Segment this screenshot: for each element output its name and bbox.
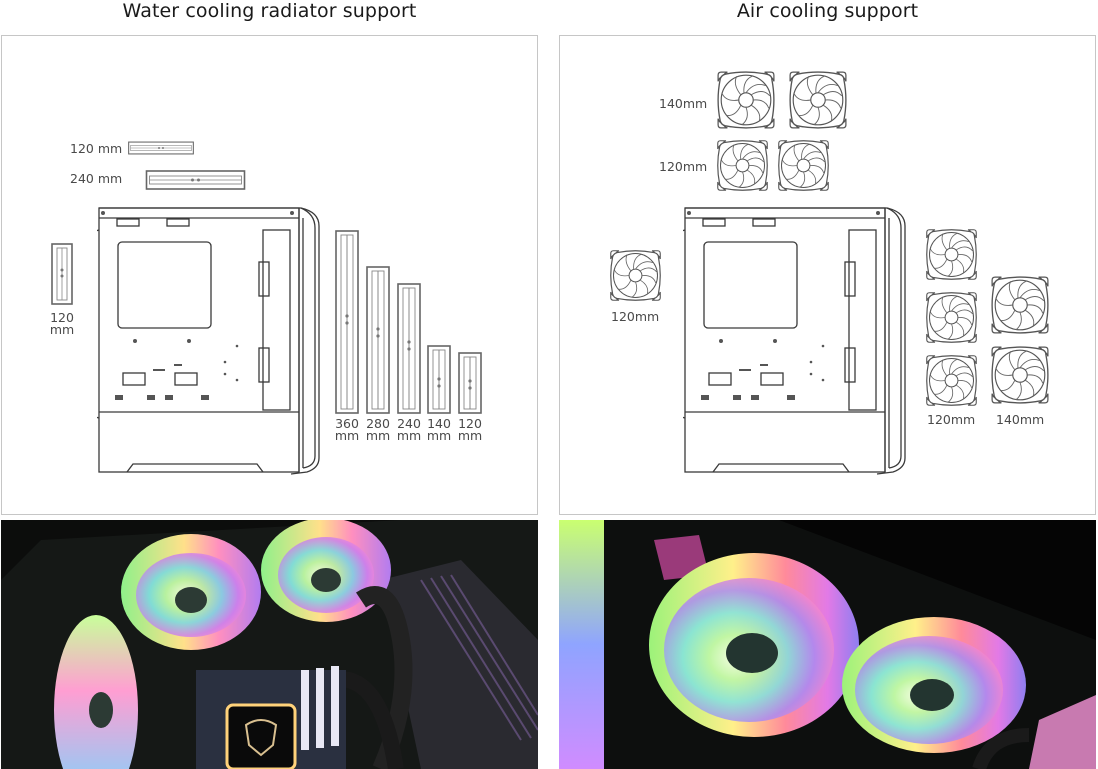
rear-radiator-label-unit: mm (49, 322, 75, 337)
front-radiator-360-size: 360 (335, 416, 359, 431)
front-fan-140-label: 140mm (996, 412, 1045, 427)
front-radiator-280-size: 280 (366, 416, 390, 431)
water-cooling-photo (1, 520, 538, 769)
air-cooling-section: Air cooling support 140mm 120mm 120mm 12… (559, 0, 1096, 769)
rgb-liquid-cooler-image (1, 520, 538, 769)
water-cooling-diagram: 120 mm 240 mm 120 mm (1, 35, 538, 515)
section-title: Air cooling support (736, 0, 919, 22)
section-title: Water cooling radiator support (122, 0, 417, 22)
front-radiator-120-unit: mm (457, 428, 483, 443)
top-fan-120-label: 120mm (659, 159, 708, 174)
fan-140-icon (789, 71, 847, 129)
front-radiator-140-unit: mm (426, 428, 452, 443)
pc-case-drawing (97, 207, 320, 475)
rear-radiator-label-size: 120 (50, 310, 74, 325)
water-cooling-section: Water cooling radiator support 120 mm 24… (1, 0, 538, 769)
top-radiator-120-icon (128, 141, 194, 155)
front-fan-120-icon (926, 292, 977, 343)
front-fan-140-icon (991, 276, 1049, 334)
front-radiator-120-size: 120 (458, 416, 482, 431)
top-radiator-120-label: 120 mm (70, 141, 123, 156)
front-radiator-140-size: 140 (427, 416, 451, 431)
front-radiator-360-unit: mm (334, 428, 360, 443)
air-cooling-photo (559, 520, 1096, 769)
front-radiator-140-icon (427, 345, 451, 414)
top-radiator-240-label: 240 mm (70, 171, 123, 186)
front-fan-120-icon (926, 355, 977, 406)
fan-120-icon (778, 140, 829, 191)
rear-fan-120-icon (610, 250, 661, 301)
front-radiator-120-icon (458, 352, 482, 414)
rgb-fans-image (559, 520, 1096, 769)
pc-case-drawing (683, 207, 906, 475)
front-radiator-240-size: 240 (397, 416, 421, 431)
fan-120-icon (717, 140, 768, 191)
front-fan-120-label: 120mm (927, 412, 976, 427)
rear-fan-label: 120mm (611, 309, 660, 324)
front-fan-120-icon (926, 229, 977, 280)
front-radiator-280-icon (366, 266, 390, 414)
rear-radiator-120-icon (51, 243, 73, 305)
top-radiator-240-icon (145, 170, 246, 190)
front-radiator-240-icon (397, 283, 421, 414)
fan-140-icon (717, 71, 775, 129)
front-radiator-240-unit: mm (396, 428, 422, 443)
air-cooling-diagram: 140mm 120mm 120mm 120mm 140mm (559, 35, 1096, 515)
front-radiator-360-icon (335, 230, 359, 414)
front-radiator-280-unit: mm (365, 428, 391, 443)
top-fan-140-label: 140mm (659, 96, 708, 111)
front-fan-140-icon (991, 346, 1049, 404)
